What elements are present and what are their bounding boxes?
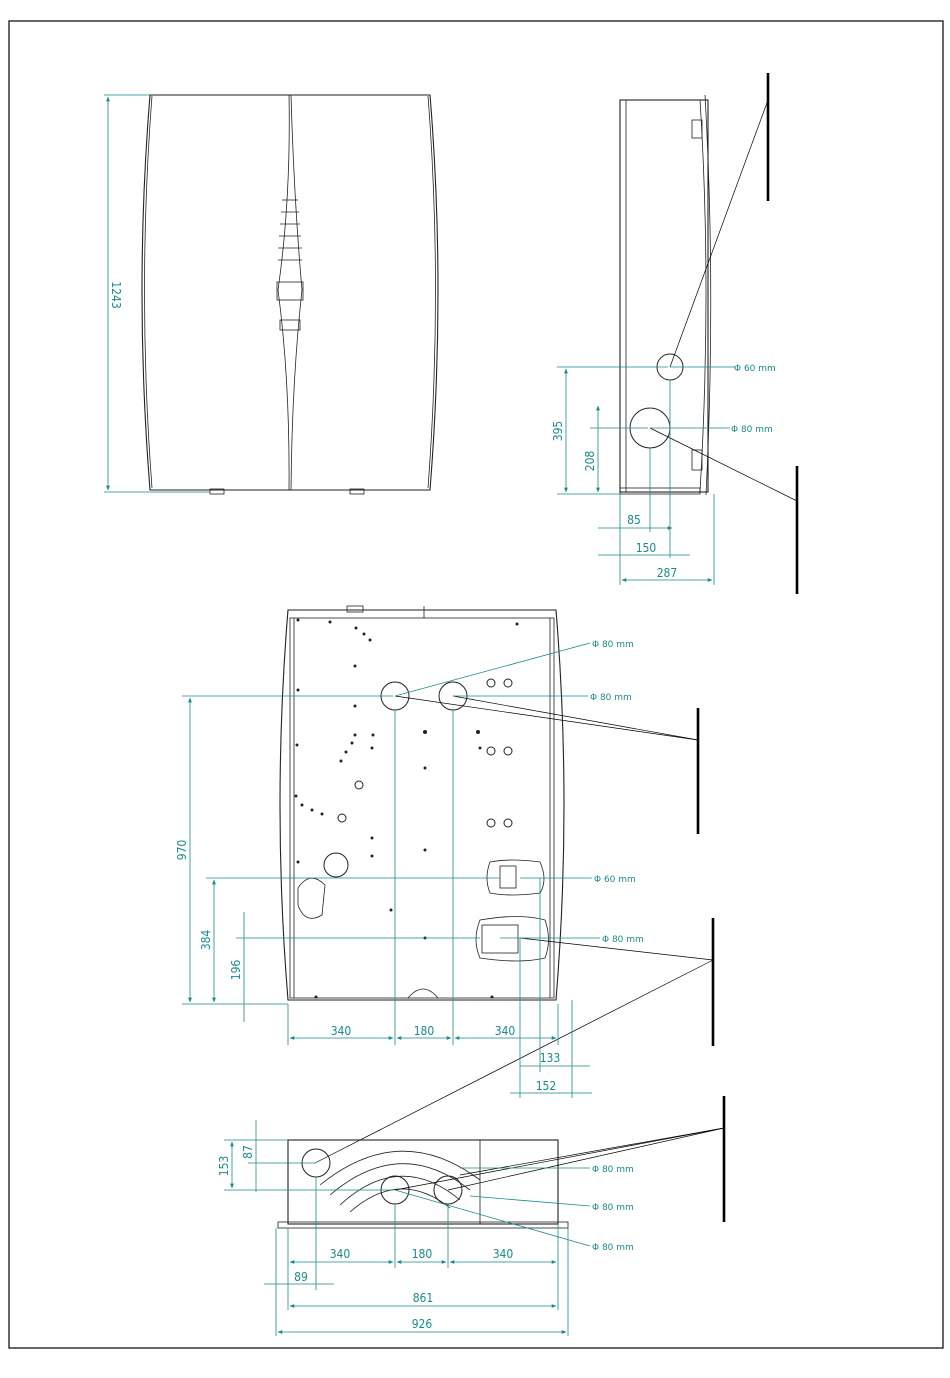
front-view: 1243 [104, 95, 438, 494]
back-dia-80-b: Φ 80 mm [590, 693, 632, 703]
back-dia-60: Φ 60 mm [594, 875, 636, 885]
top-dim-87: 87 [241, 1145, 255, 1159]
back-view: Φ 80 mm Φ 80 mm Φ 60 mm Φ 80 mm 970 384 … [175, 606, 713, 1163]
front-height-label: 1243 [109, 281, 123, 308]
side-dim-85: 85 [627, 513, 641, 527]
top-dia-80-b: Φ 80 mm [592, 1203, 634, 1213]
top-dim-340-a: 340 [330, 1247, 351, 1261]
side-dia-80-label: Φ 80 mm [731, 425, 773, 435]
back-dim-152: 152 [536, 1079, 557, 1093]
back-dim-133: 133 [540, 1051, 561, 1065]
side-view: Φ 60 mm Φ 80 mm 395 208 85 150 287 [551, 73, 797, 594]
side-dim-208: 208 [583, 451, 597, 472]
top-dim-340-b: 340 [493, 1247, 514, 1261]
back-dia-80-c: Φ 80 mm [602, 935, 644, 945]
back-dim-180: 180 [414, 1024, 435, 1038]
side-dim-150: 150 [636, 541, 657, 555]
back-dim-196: 196 [229, 960, 243, 981]
top-dim-926: 926 [412, 1317, 433, 1331]
top-view: Φ 80 mm Φ 80 mm Φ 80 mm 153 87 340 180 3… [217, 1096, 724, 1336]
back-dim-340-a: 340 [331, 1024, 352, 1038]
top-dim-153: 153 [217, 1156, 231, 1177]
top-dim-180: 180 [412, 1247, 433, 1261]
back-dia-80-a: Φ 80 mm [592, 640, 634, 650]
back-dim-340-b: 340 [495, 1024, 516, 1038]
side-dia-60-label: Φ 60 mm [734, 364, 776, 374]
top-dia-80-a: Φ 80 mm [592, 1165, 634, 1175]
side-dim-287: 287 [657, 566, 678, 580]
top-dia-80-c: Φ 80 mm [592, 1243, 634, 1253]
sheet-border [9, 21, 943, 1348]
top-dim-89: 89 [294, 1270, 308, 1284]
back-dim-970: 970 [175, 840, 189, 861]
back-dim-384: 384 [199, 930, 213, 951]
top-dim-861: 861 [413, 1291, 434, 1305]
side-dim-395: 395 [551, 421, 565, 442]
